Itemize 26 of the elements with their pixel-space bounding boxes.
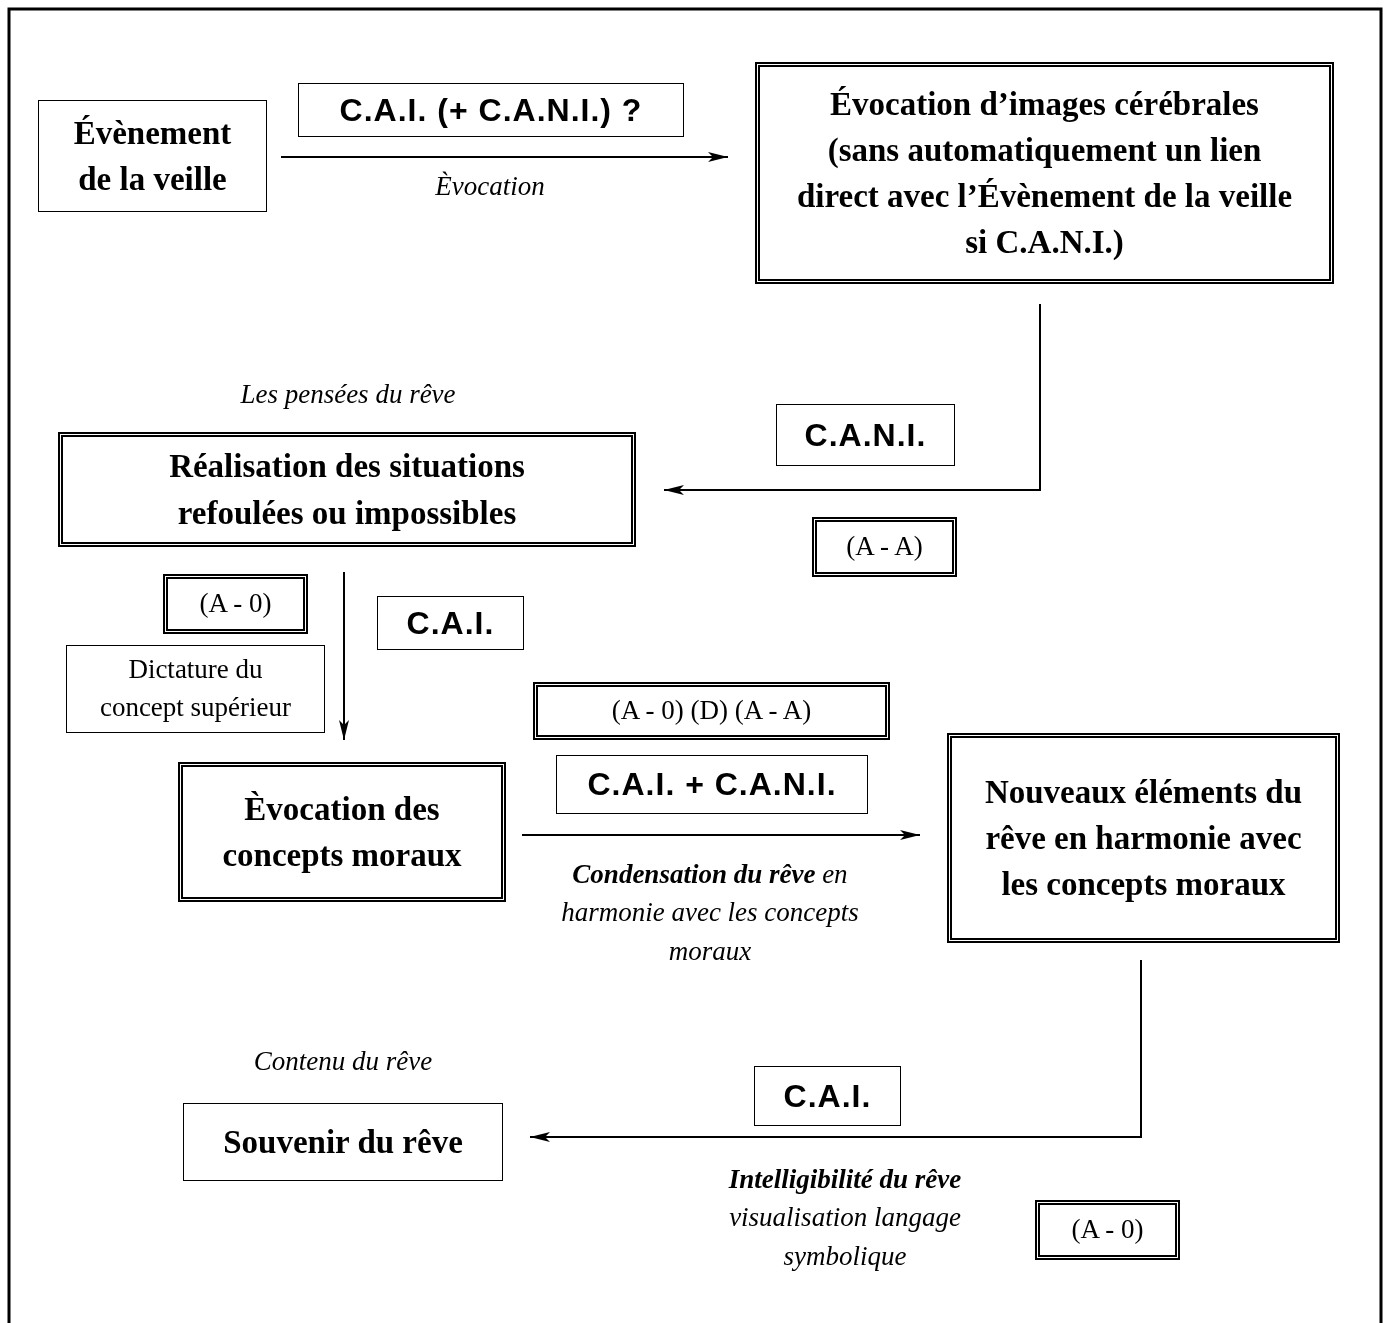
edge-label: Intelligibilité du rêve visualisation langage symbolique	[727, 1163, 963, 1273]
arrow	[339, 571, 349, 741]
edge-label: Èvocation	[434, 170, 546, 203]
arrow	[529, 959, 1142, 1142]
process-box: Évènement de la veille	[38, 100, 267, 212]
process-box: Souvenir du rêve	[183, 1103, 503, 1181]
arrow	[280, 152, 729, 162]
code-box: C.A.I. (+ C.A.N.I.) ?	[298, 83, 684, 137]
arrow	[663, 303, 1041, 495]
note-box: (A - 0) (D) (A - A)	[533, 682, 890, 740]
process-box: Nouveaux éléments du rêve en harmonie avec les concepts moraux	[947, 733, 1340, 943]
code-box: C.A.N.I.	[776, 404, 955, 466]
note-box: Dictature du concept supérieur	[66, 645, 325, 733]
code-box: C.A.I.	[754, 1066, 901, 1126]
section-heading: Les pensées du rêve	[239, 378, 457, 411]
note-box: (A - 0)	[1035, 1200, 1180, 1260]
process-box: Évocation d’images cérébrales (sans automatiquement un lien direct avec l’Évènement de la veille si C.A.N.I.)	[755, 62, 1334, 284]
arrow	[521, 830, 921, 840]
edge-label: Condensation du rêve en harmonie avec les concepts moraux	[560, 858, 860, 968]
code-box: C.A.I.	[377, 596, 524, 650]
section-heading: Contenu du rêve	[252, 1045, 434, 1078]
note-box: (A - 0)	[163, 574, 308, 634]
code-box: C.A.I. + C.A.N.I.	[556, 755, 868, 814]
process-box: Èvocation des concepts moraux	[178, 762, 506, 902]
process-box: Réalisation des situations refoulées ou impossibles	[58, 432, 636, 547]
note-box: (A - A)	[812, 517, 957, 577]
